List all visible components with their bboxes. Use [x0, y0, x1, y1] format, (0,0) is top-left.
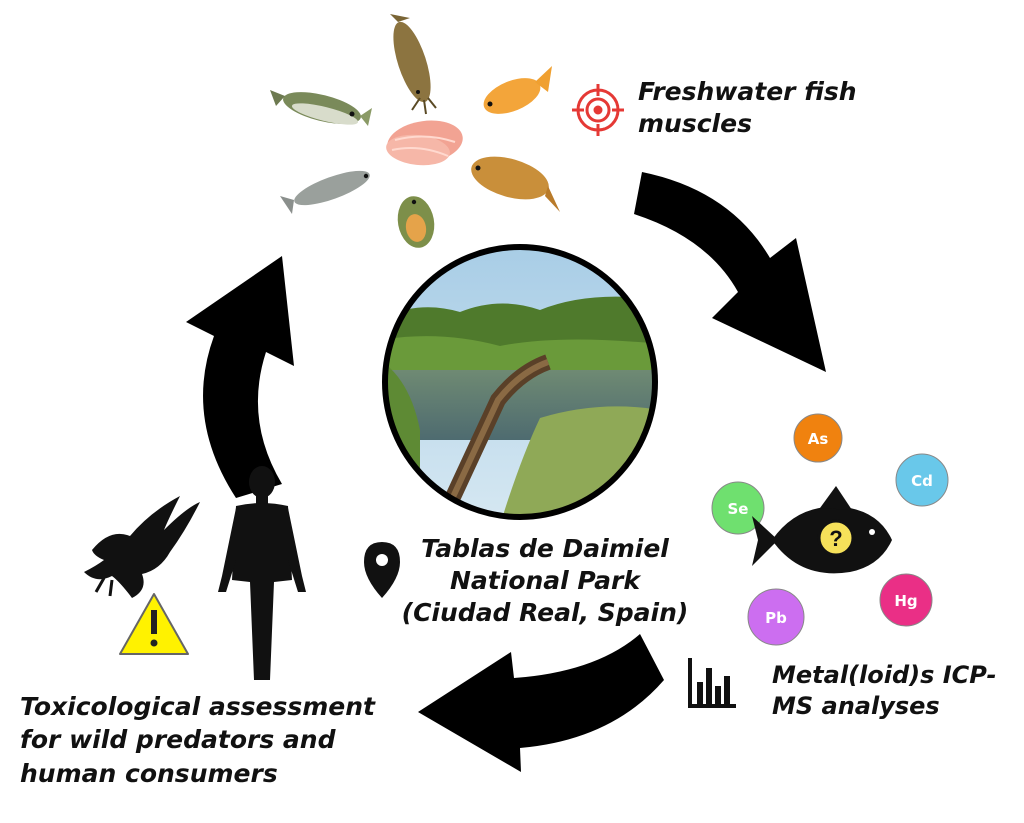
element-cd: Cd: [895, 453, 949, 507]
question-icon: ?: [829, 526, 842, 551]
location-pin-icon: [364, 542, 400, 598]
catfish-image: [390, 14, 437, 115]
element-se: Se: [711, 481, 765, 535]
fish-muscles-label: Freshwater fish muscles: [638, 77, 857, 138]
metal-analyses-label: Metal(loid)s ICP-MS analyses: [772, 661, 997, 720]
arrow-fish-to-analysis: [634, 172, 826, 372]
eagle-icon: [84, 496, 200, 598]
toxicology-label: Toxicological assessment for wild predat…: [20, 692, 375, 788]
element-symbol: Pb: [765, 609, 787, 627]
element-bubble: [879, 573, 933, 627]
dace-fish-image: [280, 170, 370, 214]
common-carp-image: [471, 156, 560, 212]
element-pb: Pb: [747, 588, 805, 646]
goldfish-image: [483, 66, 552, 114]
element-bubble: [793, 413, 843, 463]
element-symbol: Se: [728, 500, 749, 518]
bar-chart-icon: [688, 658, 736, 708]
element-symbol: Cd: [911, 472, 933, 490]
fish-question-icon: ?: [752, 486, 892, 574]
largemouth-bass-image: [270, 90, 372, 126]
photo-frame: [382, 244, 658, 520]
element-bubble: [711, 481, 765, 535]
fish-fillet-image: [386, 120, 463, 166]
element-symbol: Hg: [894, 592, 917, 610]
human-silhouette-icon: [218, 466, 306, 680]
element-as: As: [793, 413, 843, 463]
pumpkinseed-fish-image: [397, 196, 435, 248]
element-symbol: As: [808, 430, 829, 448]
arrow-analysis-to-toxicology: [418, 634, 664, 772]
park-location-label: Tablas de Daimiel National Park (Ciudad …: [401, 534, 689, 627]
element-hg: Hg: [879, 573, 933, 627]
arrow-toxicology-to-fish: [186, 256, 294, 498]
element-bubble: [747, 588, 805, 646]
warning-icon: [119, 593, 189, 655]
element-bubble: [895, 453, 949, 507]
fish-collection: [270, 14, 560, 248]
target-icon: [572, 84, 624, 136]
